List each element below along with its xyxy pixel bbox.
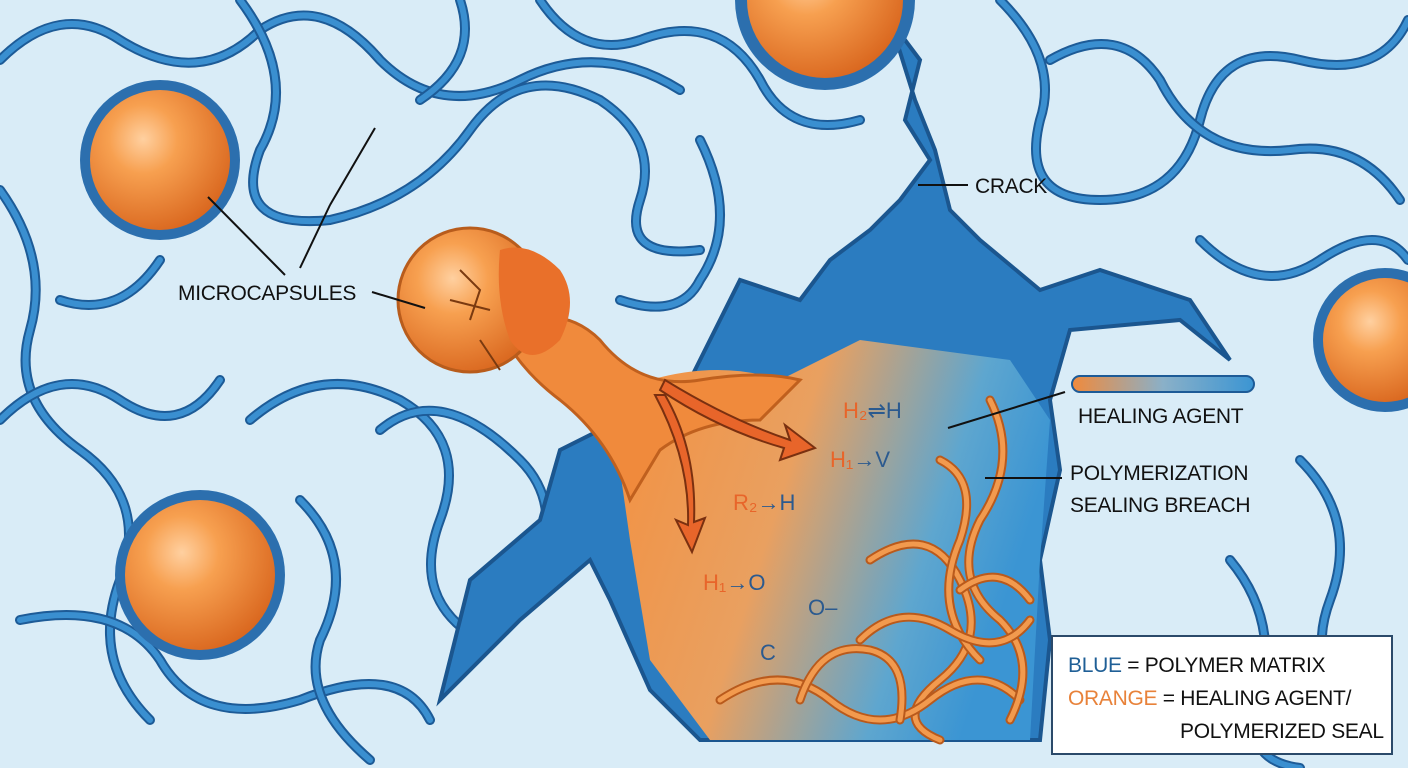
strand-highlight bbox=[1047, 41, 1403, 203]
strand-highlight bbox=[857, 614, 1033, 646]
svg-text:POLYMERIZATION: POLYMERIZATION bbox=[1070, 462, 1248, 485]
svg-text:CRACK: CRACK bbox=[975, 175, 1047, 198]
strand-highlight bbox=[247, 381, 483, 643]
svg-text:MICROCAPSULES: MICROCAPSULES bbox=[178, 282, 356, 305]
svg-text:SEALING BREACH: SEALING BREACH bbox=[1070, 494, 1250, 517]
svg-text:R₂→H: R₂→H bbox=[733, 490, 795, 515]
svg-text:POLYMERIZED SEAL: POLYMERIZED SEAL bbox=[1180, 720, 1384, 743]
microcapsules bbox=[80, 0, 1408, 660]
polymerized-seal-strands bbox=[715, 395, 1035, 745]
legend: BLUE = POLYMER MATRIX ORANGE = HEALING A… bbox=[1051, 635, 1393, 755]
svg-text:H₂⇌H: H₂⇌H bbox=[843, 398, 902, 423]
strand-highlight bbox=[57, 257, 163, 308]
strand-highlight bbox=[537, 0, 863, 128]
svg-text:BLUE = POLYMER MATRIX: BLUE = POLYMER MATRIX bbox=[1068, 654, 1326, 677]
strand-highlight bbox=[0, 12, 683, 99]
svg-text:H₁→O: H₁→O bbox=[703, 570, 765, 595]
svg-text:HEALING AGENT: HEALING AGENT bbox=[1078, 405, 1244, 428]
strand-highlight bbox=[966, 397, 1026, 723]
svg-text:C: C bbox=[760, 640, 776, 665]
strand-highlight bbox=[1197, 237, 1408, 279]
strand-highlight bbox=[0, 187, 153, 723]
strand-highlight bbox=[957, 574, 1033, 603]
strand-highlight bbox=[17, 612, 433, 723]
svg-text:O–: O– bbox=[808, 595, 838, 620]
strand-highlight bbox=[297, 497, 373, 763]
callout-labels: MICROCAPSULES CRACK HEALING AGENT POLYME… bbox=[178, 127, 1255, 517]
svg-text:ORANGE = HEALING AGENT/: ORANGE = HEALING AGENT/ bbox=[1068, 687, 1352, 710]
svg-text:H₁→V: H₁→V bbox=[830, 447, 890, 472]
healing-agent-flow bbox=[497, 315, 803, 504]
reaction-labels: H₂⇌H H₁→V R₂→H H₁→O O– C bbox=[703, 398, 902, 665]
flow-arrows bbox=[653, 378, 818, 555]
healing-agent-gradient-bar bbox=[1071, 375, 1255, 393]
strand-highlight bbox=[997, 0, 1408, 204]
broken-microcapsule bbox=[396, 226, 570, 374]
crack bbox=[436, 18, 1232, 742]
strand-highlight bbox=[617, 137, 723, 310]
strand-highlight bbox=[797, 646, 905, 723]
strand-highlight bbox=[717, 677, 1023, 723]
strand-highlight bbox=[417, 0, 468, 103]
strand-highlight bbox=[0, 377, 223, 423]
strand-highlight bbox=[237, 0, 703, 255]
